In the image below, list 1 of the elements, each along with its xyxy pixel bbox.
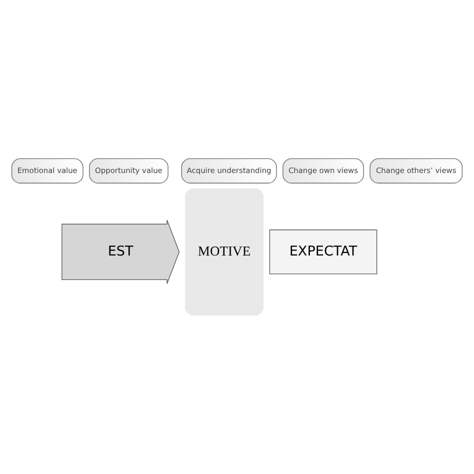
node-box: EXPECTAT — [269, 230, 378, 274]
